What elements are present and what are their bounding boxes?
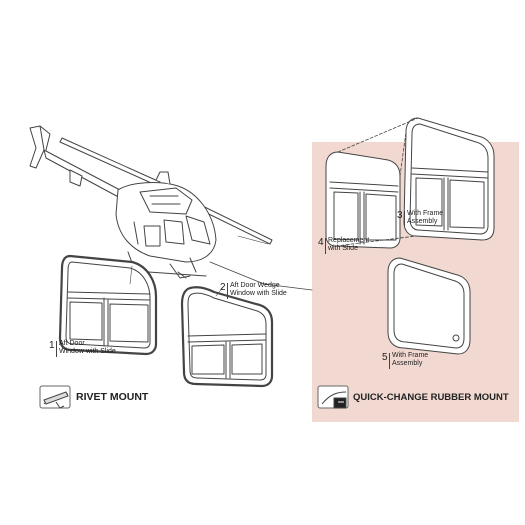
callout-bar [56,341,57,357]
window-1-illustration [58,254,158,356]
window-2-illustration [180,286,274,388]
callout-number: 3 [397,210,403,221]
callout-text: Replacement with Slide [328,237,370,252]
window-5-illustration [387,257,471,355]
callout-bar [325,238,326,254]
callout-text: With Frame Assembly [392,352,429,367]
rivet-mount-icon [39,385,71,409]
window-3-illustration [403,117,495,241]
rivet-mount-label: RIVET MOUNT [76,391,149,403]
callout-text: With Frame Assembly [407,210,444,225]
callout-text: Aft Door Window with Slide [59,340,116,355]
rubber-mount-label: QUICK-CHANGE RUBBER MOUNT [353,392,509,403]
rubber-mount-icon [317,385,349,409]
callout-bar [389,353,390,369]
window-4-illustration [325,151,401,249]
callout-number: 4 [318,237,324,248]
callout-text: Aft Door Wedge Window with Slide [230,282,287,297]
callout-bar [404,211,405,227]
callout-number: 1 [49,340,55,351]
callout-number: 5 [382,352,388,363]
helicopter-illustration [29,125,273,279]
callout-bar [227,283,228,299]
callout-number: 2 [220,282,226,293]
